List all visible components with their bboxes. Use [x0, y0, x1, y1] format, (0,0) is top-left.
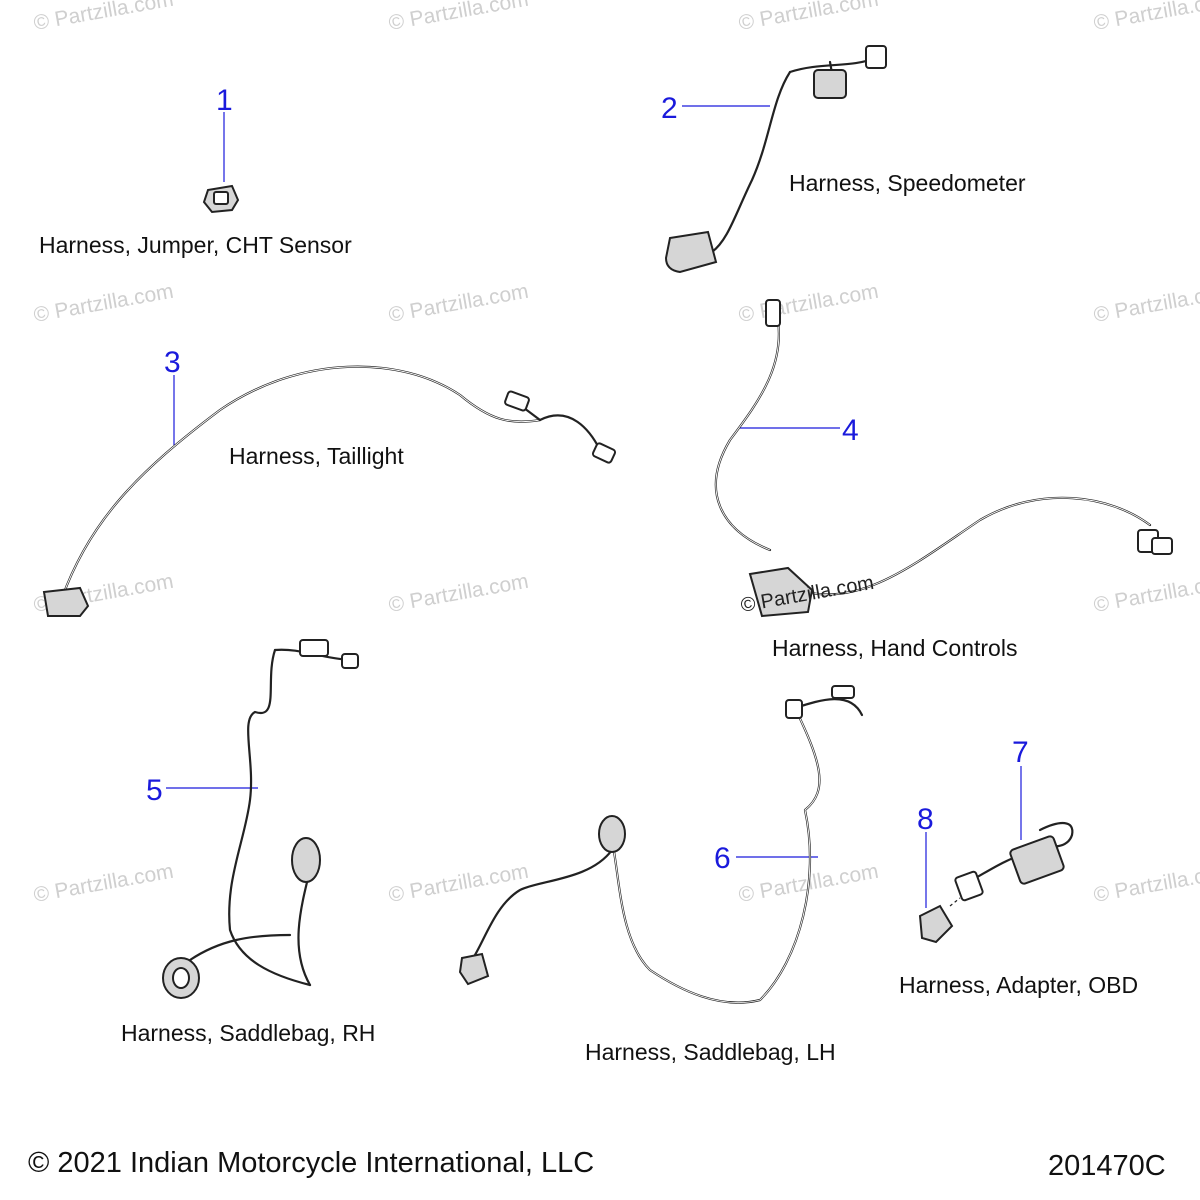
watermark: © Partzilla.com	[387, 570, 530, 617]
part-5-saddlebag-rh-harness[interactable]: 5 Harness, Saddlebag, RH	[121, 639, 375, 1046]
part-number-7[interactable]: 7	[1012, 736, 1029, 769]
part-number-6[interactable]: 6	[714, 842, 731, 875]
part-label-1: Harness, Jumper, CHT Sensor	[39, 232, 352, 258]
saddlebag-lh-grommet	[598, 815, 626, 853]
saddlebag-lh-wire-branch	[470, 848, 614, 962]
saddlebag-rh-grommet	[291, 837, 321, 883]
speedo-connector-a	[813, 69, 847, 99]
saddlebag-lh-wire-branch	[793, 698, 864, 717]
taillight-wire-branch	[538, 414, 602, 452]
footer-copyright: © 2021 Indian Motorcycle International, …	[28, 1147, 594, 1179]
part-number-1[interactable]: 1	[216, 84, 233, 117]
watermark: © Partzilla.com	[1092, 280, 1200, 327]
watermark: © Partzilla.com	[387, 280, 530, 327]
part-label-6: Harness, Saddlebag, LH	[585, 1039, 836, 1065]
part-number-3[interactable]: 3	[164, 346, 181, 379]
saddlebag-rh-connector-tip	[341, 653, 359, 669]
hand-controls-connector-b	[1151, 537, 1173, 555]
part-label-2: Harness, Speedometer	[789, 170, 1026, 196]
saddlebag-rh-wire-loop	[297, 868, 312, 987]
hand-controls-switch-block	[748, 566, 814, 618]
part-3-taillight-harness[interactable]: 3 Harness, Taillight	[42, 346, 617, 617]
hand-controls-wire-highlight	[799, 497, 1151, 595]
part-2-speedometer-harness[interactable]: 2 Harness, Speedometer	[661, 45, 1026, 274]
obd-connector-7	[1009, 835, 1065, 885]
speedo-connector-b	[865, 45, 887, 69]
saddlebag-rh-plug-face	[172, 967, 190, 989]
part-label-5: Harness, Saddlebag, RH	[121, 1020, 375, 1046]
watermark: © Partzilla.com	[737, 0, 880, 35]
saddlebag-rh-wire	[228, 648, 312, 987]
taillight-connector-b	[591, 442, 617, 464]
saddlebag-lh-wire-highlight	[611, 707, 820, 1004]
obd-inline-connector	[954, 870, 984, 902]
taillight-connector-a	[504, 390, 530, 412]
part-number-5[interactable]: 5	[146, 774, 163, 807]
saddlebag-lh-plug	[458, 952, 490, 986]
watermark: © Partzilla.com	[32, 860, 175, 907]
part-number-2[interactable]: 2	[661, 92, 678, 125]
watermark: © Partzilla.com	[32, 0, 175, 35]
part-label-obd: Harness, Adapter, OBD	[899, 972, 1138, 998]
watermarks: © Partzilla.com © Partzilla.com © Partzi…	[32, 0, 1200, 907]
part-number-4[interactable]: 4	[842, 414, 859, 447]
obd-mate-line	[949, 897, 961, 907]
watermark: © Partzilla.com	[387, 0, 530, 35]
speedo-wire	[710, 70, 792, 254]
part-7-8-obd-adapter-harness[interactable]: 7 8 Harness, Adapter, OBD	[899, 736, 1138, 998]
speedo-main-plug	[664, 230, 718, 274]
watermark: © Partzilla.com	[1092, 0, 1200, 35]
part-label-3: Harness, Taillight	[229, 443, 404, 469]
part-label-4: Harness, Hand Controls	[772, 635, 1017, 661]
hand-controls-wire-highlight	[715, 304, 780, 551]
watermark: © Partzilla.com	[1092, 860, 1200, 907]
saddlebag-lh-grommet-small	[785, 699, 803, 719]
taillight-wire-highlight	[61, 366, 541, 599]
part-1-cht-jumper[interactable]: 1 Harness, Jumper, CHT Sensor	[39, 84, 352, 258]
saddlebag-lh-connector-top	[831, 685, 855, 699]
cht-connector-face	[213, 191, 229, 205]
watermark: © Partzilla.com	[32, 280, 175, 327]
obd-cap-8	[918, 904, 954, 944]
saddlebag-rh-wire-branch	[188, 933, 292, 962]
watermark: © Partzilla.com	[737, 280, 880, 327]
footer-diagram-code: 201470C	[1048, 1150, 1166, 1182]
taillight-main-plug	[42, 586, 90, 617]
saddlebag-rh-connector-top	[299, 639, 329, 657]
part-6-saddlebag-lh-harness[interactable]: 6 Harness, Saddlebag, LH	[458, 685, 864, 1065]
watermark: © Partzilla.com	[1092, 570, 1200, 617]
part-number-8[interactable]: 8	[917, 803, 934, 836]
hand-controls-connector-top	[765, 299, 781, 327]
